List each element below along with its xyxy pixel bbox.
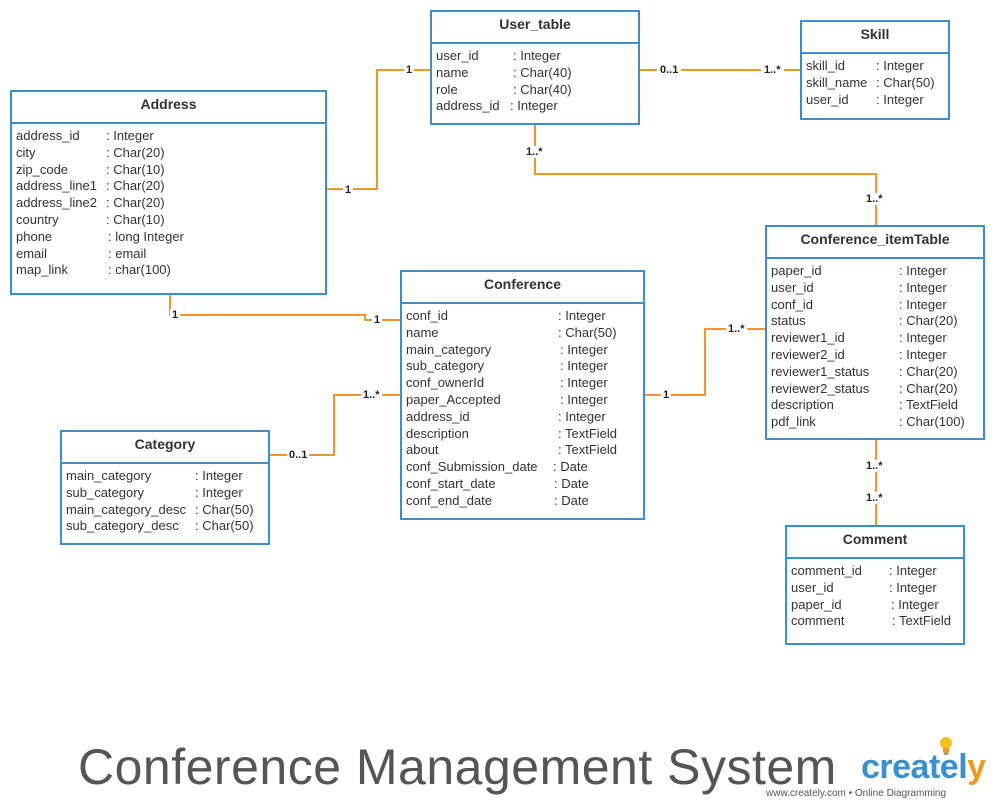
field-row: description: TextField [406,425,618,441]
entity-conference[interactable]: Conference conf_id: Integer name: Char(5… [400,270,645,520]
field-row: conf_id: Integer [406,308,606,323]
link-category-conference [270,394,400,456]
entity-title: User_table [432,12,638,44]
brand-wordmark: creately [861,748,986,786]
field-row: email: email [16,245,147,261]
field-row: reviewer1_status: Char(20) [771,363,958,379]
field-row: paper_id: Integer [771,263,947,278]
field-row: name: Char(40) [436,64,572,80]
field-row: status: Char(20) [771,313,958,329]
card-user-side-of-skill-link: 0..1 [657,64,682,76]
field-row: main_category: Integer [66,468,243,483]
entity-comment[interactable]: Comment comment_id: Integer user_id: Int… [785,525,965,645]
field-row: comment: TextField [791,613,952,629]
field-row: main_category: Integer [406,341,608,357]
field-row: role: Char(40) [436,81,572,97]
field-row: address_line2: Char(20) [16,195,165,211]
entity-fields: comment_id: Integer user_id: Integer pap… [787,559,963,630]
field-row: address_id: Integer [16,128,154,143]
field-row: sub_category: Integer [66,484,243,500]
card-user-side-of-item-link: 1..* [524,146,545,158]
field-row: address_line1: Char(20) [16,178,165,194]
entity-title: Comment [787,527,963,559]
entity-fields: paper_id: Integer user_id: Integer conf_… [767,259,983,431]
card-comment-side-of-item-link: 1..* [864,492,885,504]
creately-logo[interactable]: creately www.creately.com • Online Diagr… [766,737,988,802]
diagram-title: Conference Management System [78,739,837,795]
entity-title: Category [62,432,268,464]
card-item-side-of-comment-link: 1..* [864,460,885,472]
field-row: comment_id: Integer [791,563,937,578]
entity-skill[interactable]: Skill skill_id: Integer skill_name: Char… [800,20,950,120]
field-row: country: Char(10) [16,211,165,227]
brand-tagline: www.creately.com • Online Diagramming [766,788,947,799]
card-conference-side-of-address-link: 1 [372,314,383,326]
entity-fields: user_id: Integer name: Char(40) role: Ch… [432,44,638,115]
field-row: city: Char(20) [16,144,165,160]
card-address-side-of-conference-link: 1 [170,309,181,321]
entity-conference-item-table[interactable]: Conference_itemTable paper_id: Integer u… [765,225,985,440]
field-row: description: TextField [771,397,959,413]
link-address-user [326,69,430,190]
field-row: user_id: Integer [791,579,937,595]
lightbulb-icon [940,737,952,755]
field-row: conf_id: Integer [771,296,947,312]
field-row: reviewer2_status: Char(20) [771,380,958,396]
card-skill-side-of-user-link: 1..* [761,64,784,76]
field-row: conf_ownerId: Integer [406,375,608,391]
field-row: address_id: Integer [406,408,606,424]
field-row: paper_Accepted: Integer [406,391,608,407]
field-row: conf_Submission_date: Date [406,459,588,475]
entity-fields: conf_id: Integer name: Char(50) main_cat… [402,304,643,510]
card-category-side-of-conference-link: 0..1 [287,449,310,461]
field-row: conf_end_date: Date [406,492,589,508]
entity-title: Address [12,92,325,124]
entity-title: Conference_itemTable [767,227,983,259]
entity-category[interactable]: Category main_category: Integer sub_cate… [60,430,270,545]
card-address-side-of-user-link: 1 [343,184,354,196]
card-user-side-of-address-link: 1 [404,64,415,76]
field-row: skill_name: Char(50) [806,74,935,90]
field-row: name: Char(50) [406,324,617,340]
field-row: reviewer2_id: Integer [771,346,947,362]
field-row: skill_id: Integer [806,58,924,73]
field-row: conf_start_date: Date [406,475,589,491]
field-row: about: TextField [406,442,618,458]
card-conference-side-of-category-link: 1..* [361,389,382,401]
field-row: map_link: char(100) [16,262,171,278]
entity-user-table[interactable]: User_table user_id: Integer name: Char(4… [430,10,640,125]
field-row: user_id: Integer [771,279,947,295]
field-row: user_id: Integer [436,48,561,63]
link-conference-conference-item [645,328,765,396]
field-row: paper_id: Integer [791,596,939,612]
card-item-side-of-user-link: 1..* [864,193,885,205]
field-row: phone: long Integer [16,228,184,244]
card-conference-side-of-item-link: 1 [661,389,672,401]
field-row: pdf_link: Char(100) [771,414,965,430]
entity-fields: main_category: Integer sub_category: Int… [62,464,268,535]
entity-title: Conference [402,272,643,304]
entity-address[interactable]: Address address_id: Integer city: Char(2… [10,90,327,295]
entity-title: Skill [802,22,948,54]
field-row: main_category_desc: Char(50) [66,501,254,517]
link-address-conference [169,294,400,321]
card-item-side-of-conference-link: 1..* [726,323,747,335]
entity-fields: address_id: Integer city: Char(20) zip_c… [12,124,325,279]
field-row: sub_category: Integer [406,358,608,374]
field-row: sub_category_desc: Char(50) [66,518,254,534]
entity-fields: skill_id: Integer skill_name: Char(50) u… [802,54,948,108]
field-row: user_id: Integer [806,91,924,107]
field-row: reviewer1_id: Integer [771,330,947,346]
field-row: zip_code: Char(10) [16,161,165,177]
link-user-conference-item [534,124,877,225]
field-row: address_id: Integer [436,98,558,114]
